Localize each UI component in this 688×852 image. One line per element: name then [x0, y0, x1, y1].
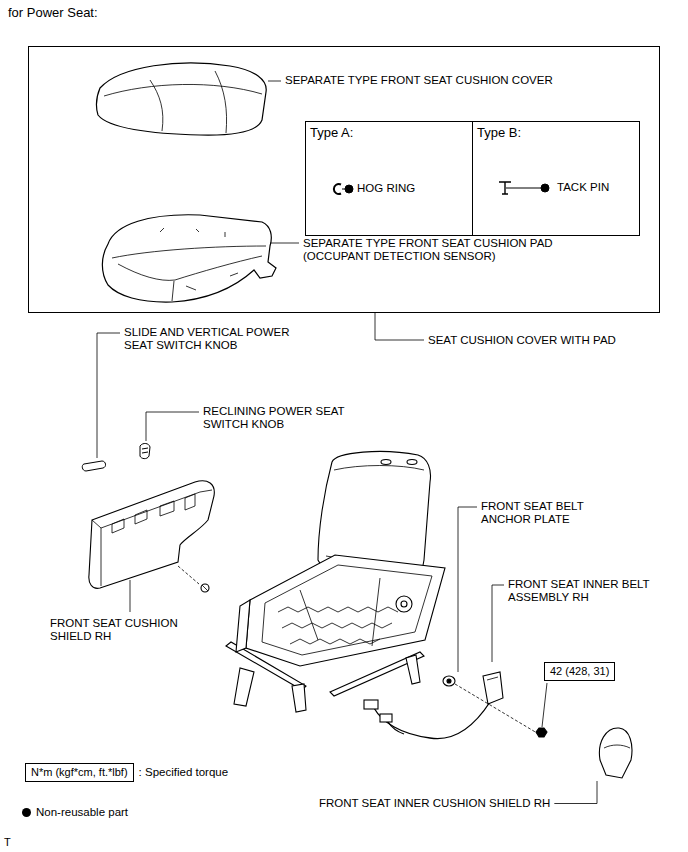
leader-lines: [458, 507, 477, 672]
leader-lines: [542, 683, 547, 727]
fastener-icons: [334, 182, 549, 194]
seat-cushion-pad: [112, 246, 266, 258]
leader-lines: [268, 81, 281, 82]
cushion-shield: [202, 585, 208, 591]
seat-assembly: [406, 655, 420, 684]
seat-assembly: [290, 639, 380, 644]
torque-box: 42 (428, 31): [544, 662, 615, 681]
seat-assembly: [381, 460, 391, 465]
inner-cushion-shield: [604, 745, 630, 748]
leader-lines: [97, 81, 597, 804]
inner-belt-assembly: [455, 684, 537, 733]
fastener-label: TACK PIN: [557, 181, 609, 194]
page-title: for Power Seat:: [8, 6, 98, 19]
leader-lines: [375, 313, 424, 340]
switch-knobs: [142, 448, 148, 453]
leader-lines: [270, 243, 299, 244]
fastener-icons: [334, 184, 341, 194]
inner-belt-assembly: [364, 700, 378, 709]
inner-belt-assembly: [487, 677, 498, 680]
fastener-type-cell: Type B: TACK PIN: [472, 121, 640, 236]
seat-assembly: [226, 451, 445, 712]
torque-legend-box: N*m (kgf*cm, ft.*lbf): [25, 763, 134, 782]
cushion-shield: [89, 481, 214, 592]
seat-assembly: [262, 565, 432, 655]
seat-cushion-cover: [150, 80, 163, 131]
cushion-shield: [89, 481, 214, 589]
seat-cushion-pad: [102, 215, 276, 302]
seat-assembly: [234, 668, 254, 706]
torque-value: 42 (428, 31): [550, 665, 609, 678]
inner-belt-assembly: [380, 714, 392, 722]
part-label: FRONT SEAT CUSHION SHIELD RH: [50, 617, 205, 643]
switch-knobs: [82, 443, 150, 471]
inner-cushion-shield: [599, 728, 632, 778]
fastener-label: HOG RING: [357, 182, 415, 195]
seat-cushion-cover: [97, 63, 267, 135]
legend-entry: Non-reusable part: [22, 806, 128, 819]
seat-assembly: [246, 555, 445, 666]
inner-belt-assembly: [447, 679, 451, 683]
seat-assembly: [300, 578, 380, 646]
inner-cushion-shield: [599, 728, 632, 778]
seat-cushion-cover: [97, 63, 267, 135]
fastener-icons: [541, 184, 549, 192]
seat-assembly: [236, 600, 250, 652]
callout-panel: SEPARATE TYPE FRONT SEAT CUSHION COVER SE…: [28, 46, 660, 313]
legend-text: : Specified torque: [139, 766, 229, 779]
cushion-shield: [178, 566, 199, 584]
seat-cushion-cover: [215, 71, 227, 133]
type-heading: Type A:: [310, 126, 353, 139]
switch-knobs: [82, 461, 105, 471]
non-reusable-dot: [22, 808, 31, 817]
part-label: SEPARATE TYPE FRONT SEAT CUSHION PAD (OC…: [303, 237, 593, 263]
seat-assembly: [278, 607, 398, 612]
fastener-icons: [506, 188, 541, 189]
inner-belt-assembly: [364, 672, 547, 739]
seat-assembly: [292, 684, 306, 712]
fastener-icons: [345, 185, 353, 193]
leader-lines: [146, 412, 199, 441]
leader-lines: [492, 585, 504, 662]
figure-code: T: [4, 836, 11, 849]
seat-cushion-pad: [172, 281, 174, 301]
part-label: SEPARATE TYPE FRONT SEAT CUSHION COVER: [285, 74, 553, 87]
seat-assembly: [282, 623, 392, 628]
torque-unit: N*m (kgf*cm, ft.*lbf): [31, 766, 128, 779]
cushion-shield: [112, 494, 195, 533]
seat-assembly: [401, 601, 407, 607]
part-label: FRONT SEAT BELT ANCHOR PLATE: [481, 500, 611, 526]
seat-assembly: [326, 466, 424, 567]
seat-cushion-cover: [104, 84, 262, 96]
leader-lines: [130, 580, 131, 612]
part-label: SEAT CUSHION COVER WITH PAD: [428, 334, 616, 347]
leader-lines: [554, 781, 597, 804]
legend-text: Non-reusable part: [36, 806, 128, 818]
seat-cushion-pad: [160, 228, 238, 290]
inner-belt-assembly: [388, 722, 404, 734]
seat-cushion-pad: [118, 256, 262, 280]
part-label: FRONT SEAT INNER CUSHION SHIELD RH: [319, 797, 550, 810]
type-heading: Type B:: [477, 126, 521, 139]
seat-assembly: [396, 596, 412, 612]
leader-lines: [97, 333, 120, 458]
cushion-shield: [92, 490, 212, 586]
seat-assembly: [330, 652, 424, 696]
part-label: RECLINING POWER SEAT SWITCH KNOB: [203, 405, 373, 431]
seat-cushion-pad: [102, 215, 276, 302]
inner-belt-assembly: [483, 672, 503, 704]
switch-knobs: [140, 443, 150, 458]
part-label: SLIDE AND VERTICAL POWER SEAT SWITCH KNO…: [124, 326, 314, 352]
fastener-type-cell: Type A: HOG RING: [305, 121, 473, 236]
inner-belt-assembly: [536, 728, 547, 737]
inner-belt-assembly: [374, 702, 490, 739]
inner-belt-assembly: [443, 676, 455, 686]
part-label: FRONT SEAT INNER BELT ASSEMBLY RH: [508, 578, 673, 604]
cushion-shield: [201, 584, 209, 592]
seat-assembly: [407, 460, 417, 465]
